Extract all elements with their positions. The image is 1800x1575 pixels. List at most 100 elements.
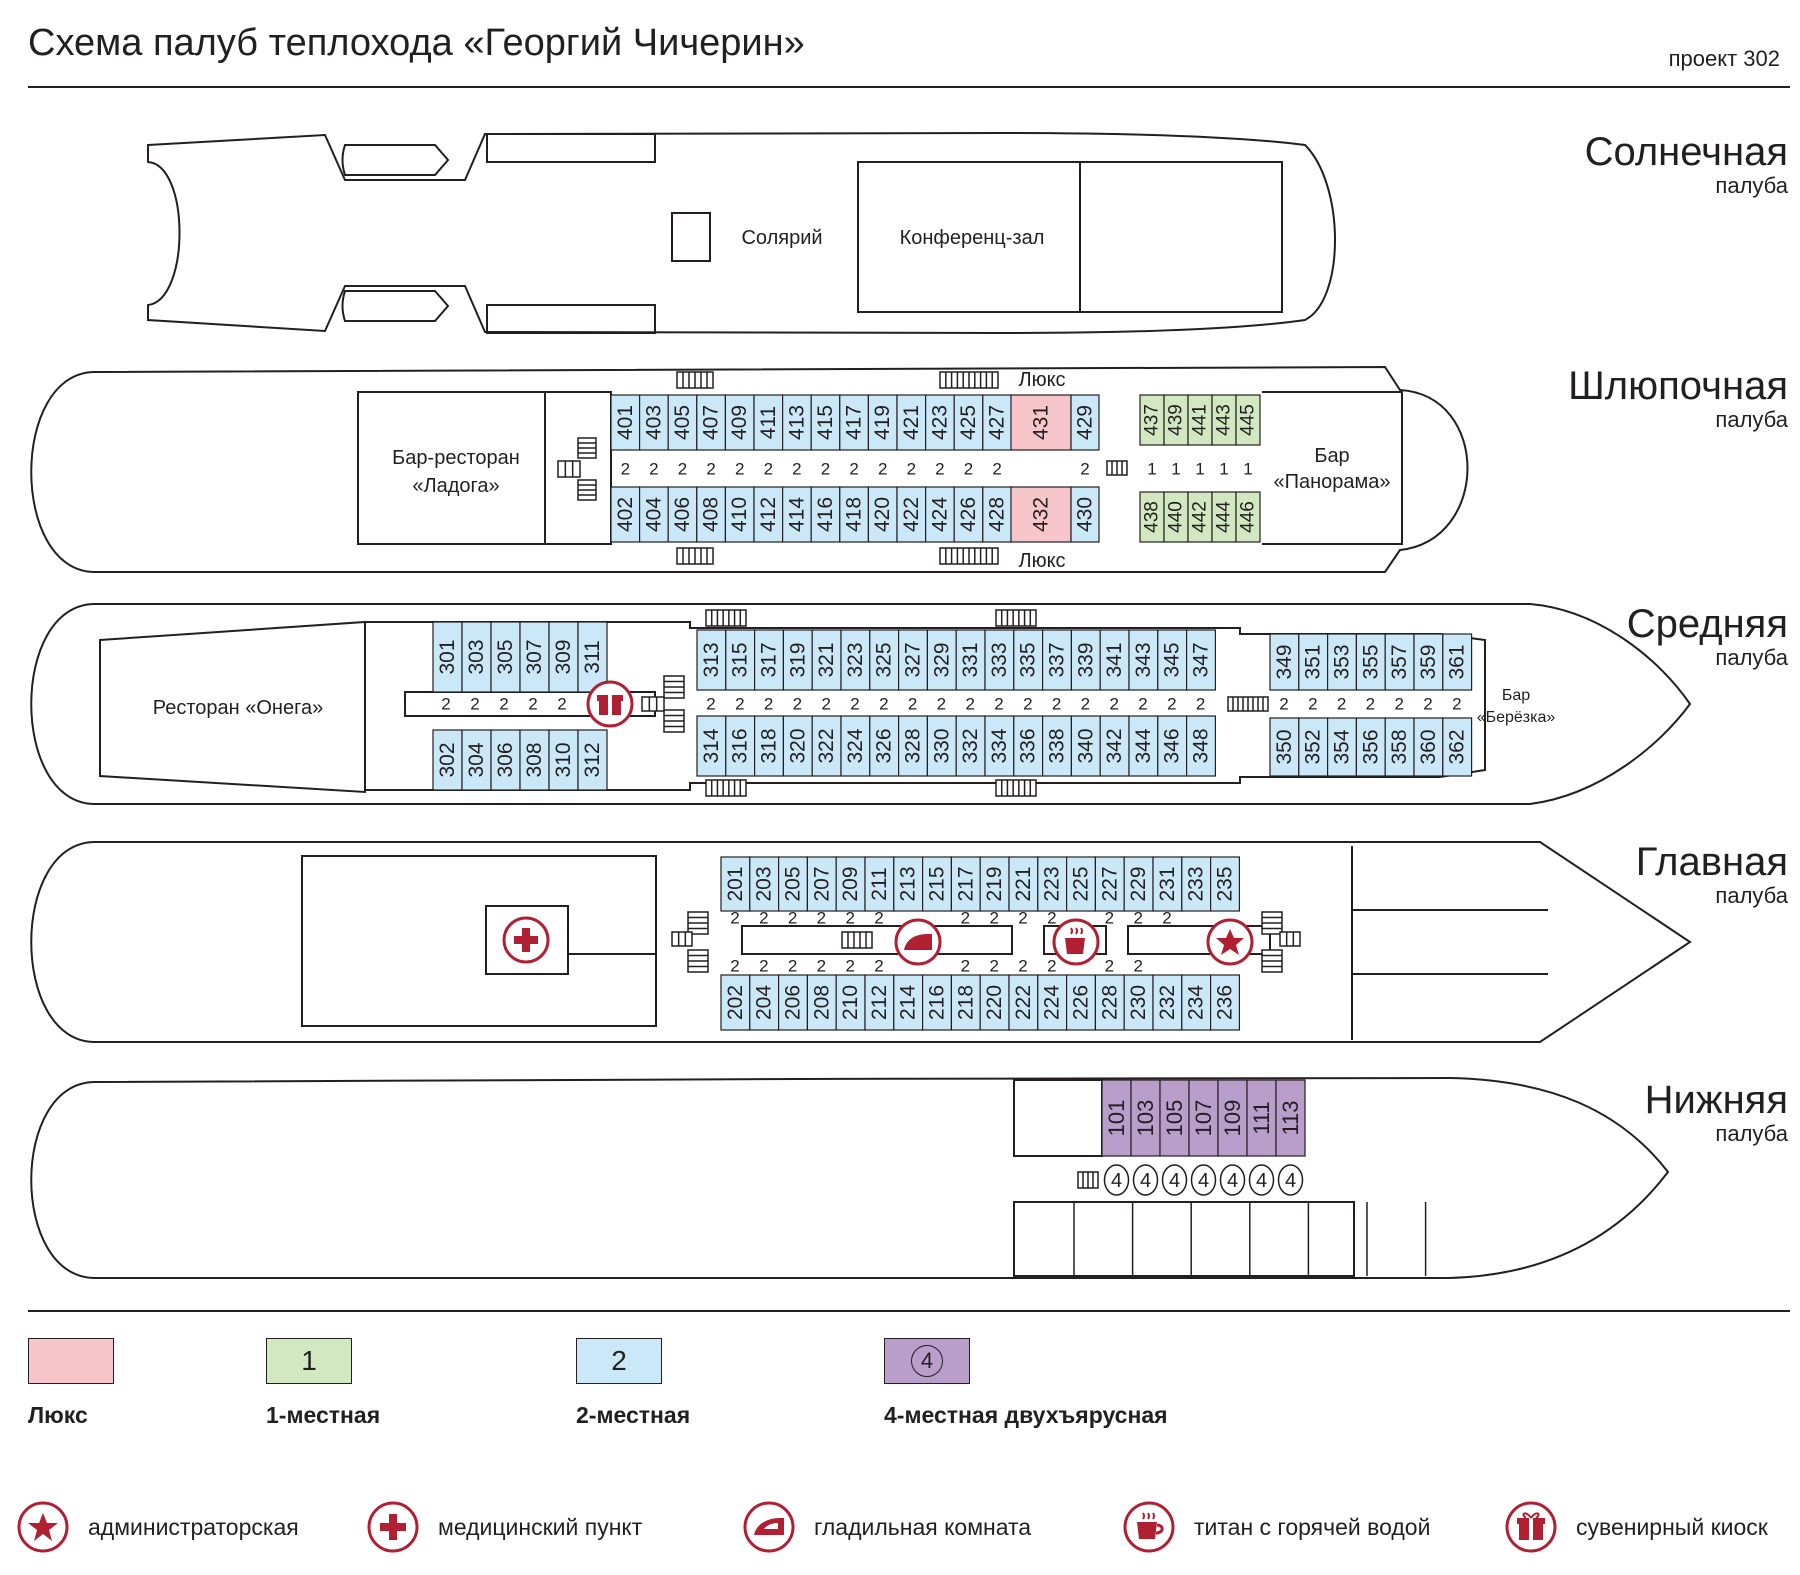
cabin-109[interactable]: 109 [1217,1079,1248,1157]
cabin-105[interactable]: 105 [1159,1079,1190,1157]
cabin-330[interactable]: 330 [926,715,957,777]
cabin-312[interactable]: 312 [577,729,608,791]
cabin-223[interactable]: 223 [1037,856,1068,912]
cabin-427[interactable]: 427 [982,394,1012,451]
cabin-221[interactable]: 221 [1008,856,1039,912]
cabin-425[interactable]: 425 [953,394,984,451]
cabin-337[interactable]: 337 [1041,629,1072,691]
cabin-422[interactable]: 422 [896,486,927,543]
cabin-332[interactable]: 332 [955,715,986,777]
cabin-229[interactable]: 229 [1123,856,1154,912]
cabin-314[interactable]: 314 [696,715,727,777]
cabin-444[interactable]: 444 [1211,491,1237,543]
cabin-426[interactable]: 426 [953,486,984,543]
cabin-103[interactable]: 103 [1130,1079,1161,1157]
cabin-401[interactable]: 401 [610,394,641,451]
cabin-351[interactable]: 351 [1298,633,1329,691]
cabin-211[interactable]: 211 [864,856,895,912]
cabin-231[interactable]: 231 [1152,856,1183,912]
cabin-302[interactable]: 302 [432,729,463,791]
cabin-305[interactable]: 305 [490,621,521,693]
cabin-219[interactable]: 219 [979,856,1010,912]
cabin-423[interactable]: 423 [924,394,955,451]
cabin-346[interactable]: 346 [1157,715,1188,777]
cabin-301[interactable]: 301 [432,621,463,693]
cabin-342[interactable]: 342 [1099,715,1130,777]
cabin-226[interactable]: 226 [1065,974,1096,1031]
cabin-218[interactable]: 218 [950,974,981,1031]
cabin-222[interactable]: 222 [1008,974,1039,1031]
cabin-321[interactable]: 321 [811,629,842,691]
cabin-357[interactable]: 357 [1384,633,1415,691]
cabin-320[interactable]: 320 [782,715,813,777]
cabin-225[interactable]: 225 [1065,856,1096,912]
cabin-353[interactable]: 353 [1326,633,1357,691]
cabin-324[interactable]: 324 [840,715,871,777]
cabin-442[interactable]: 442 [1187,491,1213,543]
cabin-325[interactable]: 325 [869,629,900,691]
cabin-437[interactable]: 437 [1139,394,1165,446]
cabin-309[interactable]: 309 [548,621,579,693]
cabin-213[interactable]: 213 [893,856,924,912]
cabin-362[interactable]: 362 [1442,717,1473,777]
cabin-335[interactable]: 335 [1013,629,1044,691]
cabin-421[interactable]: 421 [896,394,927,451]
cabin-107[interactable]: 107 [1188,1079,1219,1157]
cabin-340[interactable]: 340 [1070,715,1101,777]
cabin-360[interactable]: 360 [1413,717,1444,777]
cabin-336[interactable]: 336 [1013,715,1044,777]
cabin-206[interactable]: 206 [777,974,808,1031]
cabin-352[interactable]: 352 [1298,717,1329,777]
cabin-440[interactable]: 440 [1163,491,1189,543]
cabin-420[interactable]: 420 [867,486,898,543]
cabin-212[interactable]: 212 [864,974,895,1031]
cabin-341[interactable]: 341 [1099,629,1130,691]
cabin-228[interactable]: 228 [1094,974,1125,1031]
cabin-439[interactable]: 439 [1163,394,1189,446]
cabin-410[interactable]: 410 [724,486,755,543]
cabin-429[interactable]: 429 [1070,394,1100,451]
cabin-318[interactable]: 318 [753,715,784,777]
cabin-307[interactable]: 307 [519,621,550,693]
cabin-111[interactable]: 111 [1246,1079,1277,1157]
cabin-313[interactable]: 313 [696,629,727,691]
cabin-315[interactable]: 315 [725,629,756,691]
cabin-101[interactable]: 101 [1101,1079,1132,1157]
cabin-232[interactable]: 232 [1152,974,1183,1031]
cabin-358[interactable]: 358 [1384,717,1415,777]
cabin-406[interactable]: 406 [667,486,698,543]
cabin-343[interactable]: 343 [1128,629,1159,691]
cabin-407[interactable]: 407 [696,394,726,451]
cabin-424[interactable]: 424 [924,486,955,543]
cabin-230[interactable]: 230 [1123,974,1154,1031]
cabin-344[interactable]: 344 [1128,715,1159,777]
cabin-224[interactable]: 224 [1037,974,1068,1031]
cabin-350[interactable]: 350 [1269,717,1300,777]
cabin-411[interactable]: 411 [753,394,784,451]
cabin-441[interactable]: 441 [1187,394,1213,446]
cabin-205[interactable]: 205 [777,856,808,912]
cabin-202[interactable]: 202 [720,974,751,1031]
cabin-322[interactable]: 322 [811,715,842,777]
cabin-216[interactable]: 216 [921,974,952,1031]
cabin-331[interactable]: 331 [955,629,986,691]
cabin-347[interactable]: 347 [1185,629,1216,691]
cabin-432[interactable]: 432 [1010,486,1072,543]
cabin-446[interactable]: 446 [1235,491,1261,543]
cabin-402[interactable]: 402 [610,486,641,543]
cabin-356[interactable]: 356 [1355,717,1386,777]
cabin-349[interactable]: 349 [1269,633,1300,691]
cabin-235[interactable]: 235 [1209,856,1240,912]
cabin-236[interactable]: 236 [1209,974,1240,1031]
cabin-361[interactable]: 361 [1442,633,1473,691]
cabin-428[interactable]: 428 [982,486,1012,543]
cabin-306[interactable]: 306 [490,729,521,791]
cabin-327[interactable]: 327 [897,629,928,691]
cabin-303[interactable]: 303 [461,621,492,693]
cabin-217[interactable]: 217 [950,856,981,912]
cabin-310[interactable]: 310 [548,729,579,791]
cabin-354[interactable]: 354 [1326,717,1357,777]
cabin-333[interactable]: 333 [984,629,1015,691]
cabin-405[interactable]: 405 [667,394,698,451]
cabin-413[interactable]: 413 [781,394,812,451]
